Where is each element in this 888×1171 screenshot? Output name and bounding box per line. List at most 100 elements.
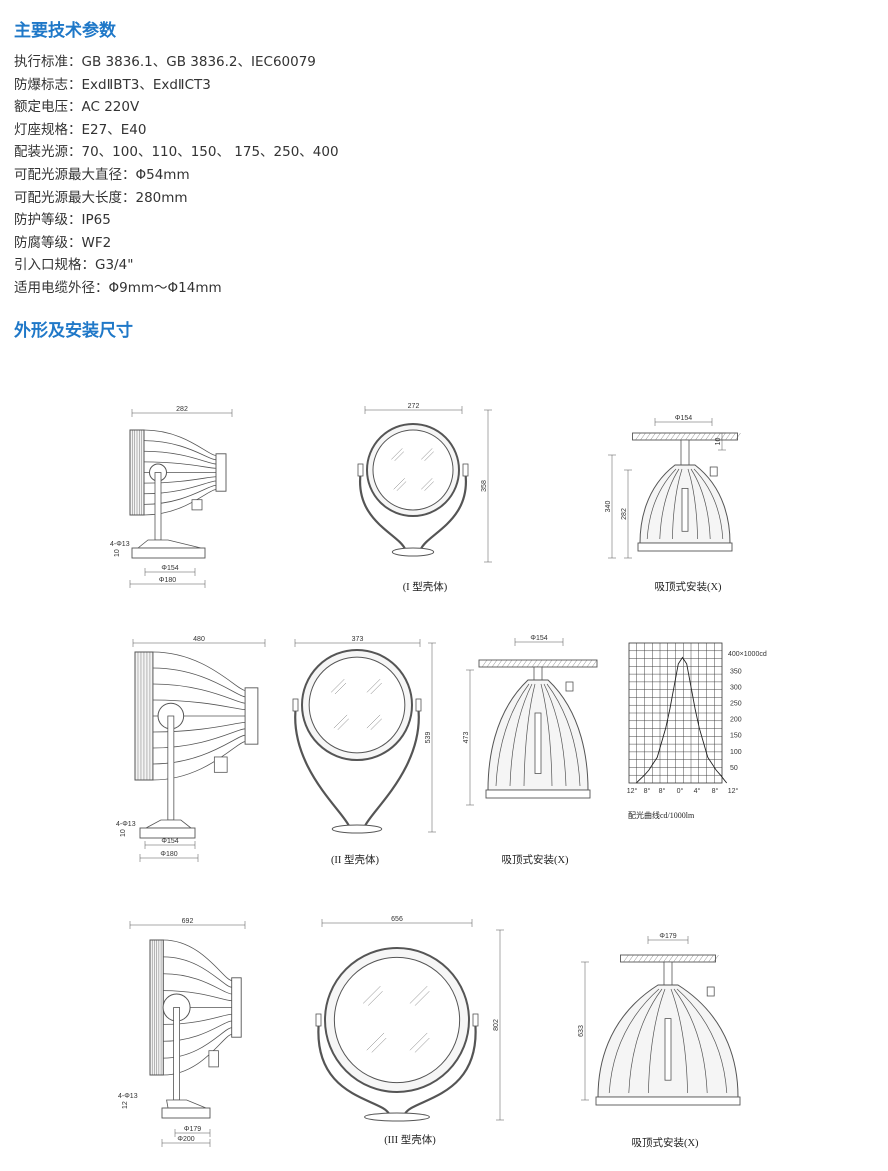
cable-gland — [709, 466, 718, 477]
line — [685, 432, 691, 441]
cooling-fin — [495, 683, 530, 787]
base-plate — [139, 827, 196, 839]
dimension-label: Φ179 — [659, 933, 676, 940]
knob-right — [462, 463, 469, 477]
cooling-fin — [670, 988, 688, 1094]
spec-item: 适用电缆外径：Φ9mm～Φ14mm — [14, 279, 222, 296]
line — [713, 954, 719, 963]
glass-lens — [333, 956, 461, 1084]
line — [531, 659, 538, 668]
x-tick-label: 12° — [627, 787, 638, 795]
caption-ceiling-3: 吸顶式安装(X) — [631, 1136, 699, 1149]
x-tick-label: 8° — [659, 787, 666, 795]
spec-item: 防爆标志：ExdⅡBT3、ExdⅡCT3 — [14, 76, 211, 93]
line — [591, 659, 598, 668]
line — [337, 718, 349, 730]
cooling-fin — [143, 450, 217, 465]
x-tick-label: 8° — [712, 787, 719, 795]
lamp-side-view — [149, 939, 242, 1119]
line — [665, 432, 671, 441]
line — [526, 659, 533, 668]
line — [366, 714, 381, 729]
dimension-horizontal: Φ154 — [654, 415, 713, 426]
chart-title: 配光曲线cd/1000lm — [628, 810, 695, 820]
line — [720, 432, 726, 441]
lamp-side-view — [134, 651, 259, 839]
bolt-hole-label: 4-Φ13 — [116, 821, 136, 828]
cooling-fin — [687, 468, 698, 540]
dimension-label: 480 — [193, 636, 205, 643]
base-foot — [331, 824, 383, 834]
dimension-label: 656 — [391, 916, 403, 923]
bolt-hole-label: 4-Φ13 — [118, 1093, 138, 1100]
line — [363, 986, 381, 1004]
base-thickness-label: 10 — [120, 829, 127, 837]
base-foot — [391, 547, 435, 557]
cooling-fin — [152, 683, 246, 704]
line — [424, 481, 434, 491]
dimension-horizontal: Φ154 — [144, 565, 196, 576]
line — [663, 954, 669, 963]
spec-item: 可配光源最大直径：Φ54mm — [14, 166, 190, 183]
line — [678, 954, 684, 963]
line — [368, 991, 383, 1006]
line — [690, 432, 696, 441]
stem — [663, 961, 673, 986]
x-tick-label: 0° — [677, 787, 684, 795]
cooling-fin — [672, 468, 683, 540]
line — [546, 659, 553, 668]
y-tick-label: 50 — [730, 765, 738, 772]
cable-gland — [706, 986, 715, 997]
cable-gland — [213, 756, 228, 773]
dimension-vertical: 10 — [715, 432, 726, 451]
dimension-label: 282 — [621, 508, 628, 520]
cooling-fin — [163, 939, 232, 981]
cooling-fin — [152, 734, 246, 765]
cooling-fin — [163, 956, 232, 988]
line — [628, 954, 634, 963]
line — [391, 448, 403, 460]
line — [414, 991, 430, 1006]
line — [491, 659, 498, 668]
knob-left — [357, 463, 364, 477]
line — [511, 659, 518, 668]
y-tick-label: 200 — [730, 717, 742, 724]
center-rod — [534, 712, 542, 774]
glass-lens — [372, 429, 454, 511]
line — [693, 954, 699, 963]
line — [536, 659, 543, 668]
line — [370, 718, 382, 730]
dimension-label: Φ179 — [184, 1126, 201, 1133]
dimension-label: Φ154 — [161, 838, 178, 845]
ceiling-plate — [620, 954, 716, 963]
cable-gland — [208, 1050, 219, 1068]
lamp-ceiling-mount — [595, 954, 741, 1106]
lamp-front-view — [315, 947, 479, 1122]
cooling-fin — [690, 468, 711, 540]
base-plate — [161, 1107, 211, 1119]
dimension-label: 802 — [493, 1019, 500, 1031]
y-tick-label: 250 — [730, 701, 742, 708]
y-tick-label: 350 — [730, 668, 742, 675]
y-tick-label: 100 — [730, 749, 742, 756]
line — [571, 659, 578, 668]
dimension-label: Φ180 — [159, 577, 176, 584]
spec-item: 可配光源最大长度：280mm — [14, 189, 188, 206]
cooling-fin — [523, 683, 536, 787]
line — [660, 432, 666, 441]
dimensions-heading: 外形及安装尺寸 — [14, 321, 133, 341]
y-axis-label: 400×1000cd — [728, 651, 767, 658]
stem — [680, 439, 690, 466]
cooling-fin — [608, 988, 660, 1094]
base-flange — [145, 819, 193, 829]
line — [551, 659, 558, 668]
line — [735, 432, 741, 441]
base-plate — [131, 547, 206, 559]
cooling-fin — [673, 988, 708, 1094]
line — [680, 432, 686, 441]
stand-post — [167, 715, 175, 821]
rear-cap — [215, 453, 227, 492]
x-tick-label: 8° — [644, 787, 651, 795]
cooling-fin — [648, 988, 666, 1094]
caption-ceiling-1: 吸顶式安装(X) — [654, 580, 722, 593]
